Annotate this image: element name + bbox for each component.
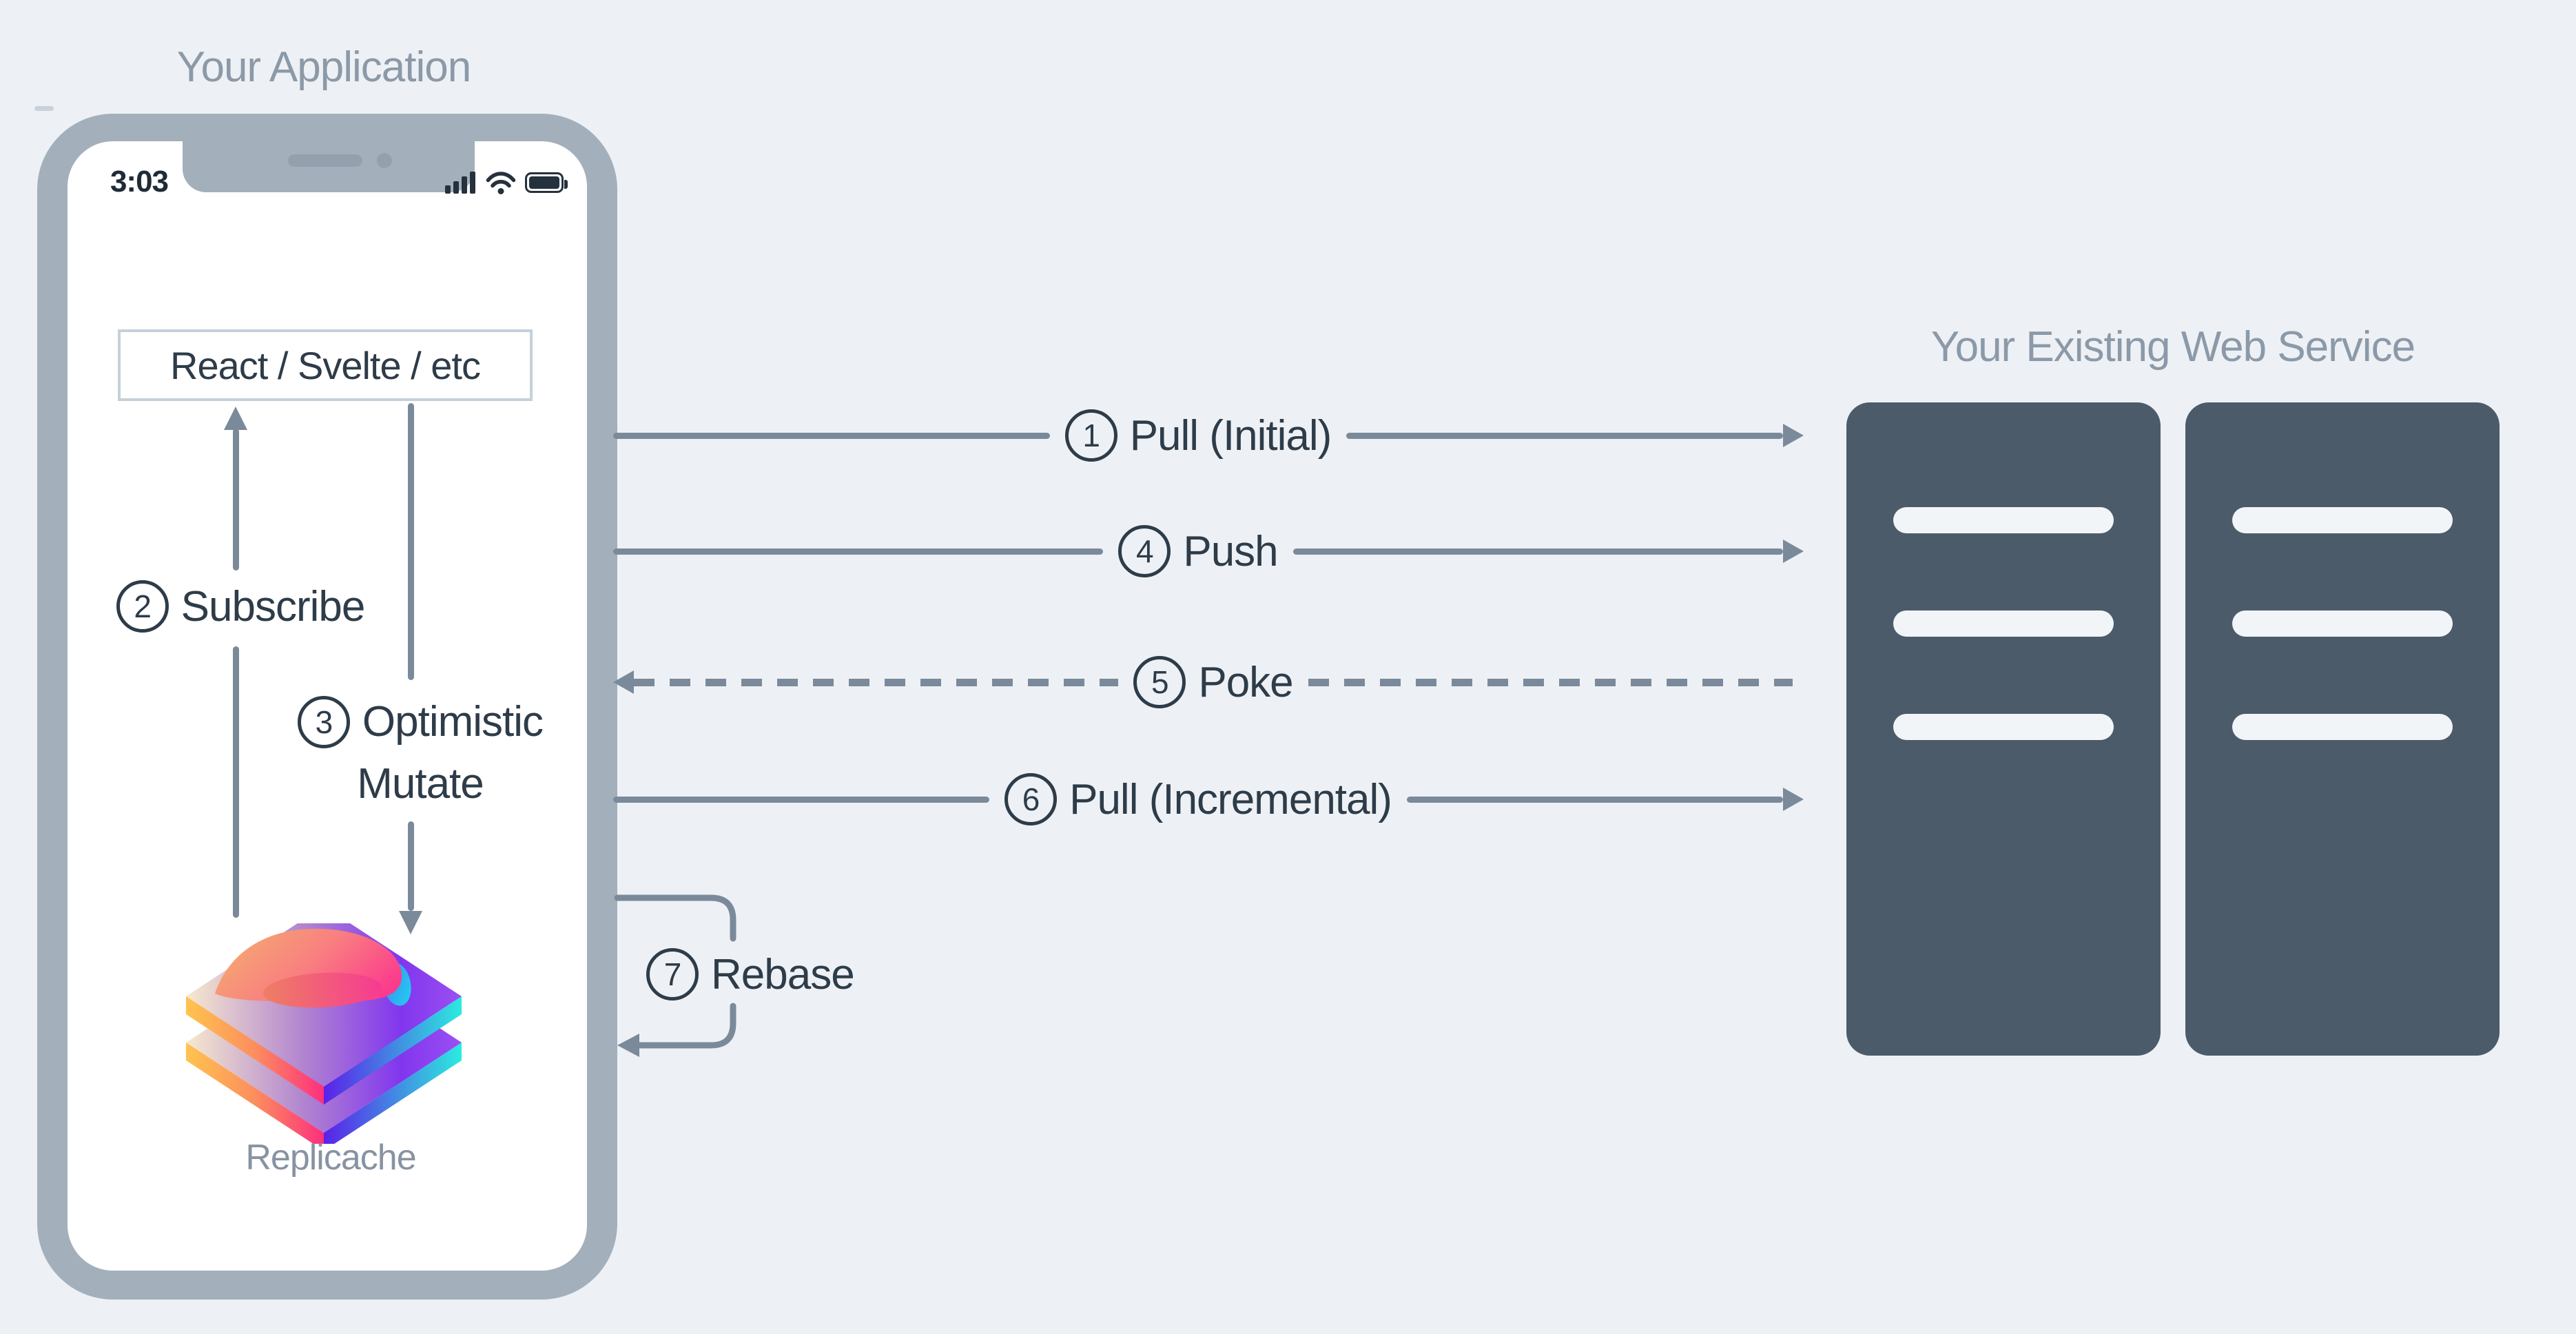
subscribe-line-upper — [233, 429, 239, 571]
battery-icon — [525, 172, 568, 193]
server-tower — [1846, 402, 2161, 1056]
signal-icon — [445, 172, 475, 194]
app-title: Your Application — [176, 43, 471, 91]
optimistic-mutate-label: 3 Optimistic Mutate — [262, 691, 579, 815]
step-number-badge: 7 — [646, 948, 699, 1000]
phone-notch — [183, 141, 475, 192]
arrowhead-left-icon — [613, 670, 634, 694]
speaker-icon — [288, 154, 362, 167]
connector-label: 4 Push — [1118, 525, 1279, 577]
web-service-title: Your Existing Web Service — [1930, 323, 2415, 371]
subscribe-line-lower — [233, 646, 239, 918]
connector-line-dashed — [1308, 678, 1793, 686]
step-number-badge: 6 — [1004, 773, 1058, 825]
connector-label: 6 Pull (Incremental) — [1004, 773, 1392, 825]
subscribe-arrowhead-up — [224, 407, 247, 430]
camera-icon — [377, 153, 392, 168]
mutate-arrowhead-down — [399, 911, 422, 934]
rebase-label: 7 Rebase — [646, 948, 855, 1000]
server-slot — [2232, 610, 2453, 637]
server-slot — [2232, 714, 2453, 740]
connector-line — [1406, 796, 1784, 803]
connector-pull-initial: 1 Pull (Initial) — [613, 408, 1804, 463]
arrowhead-right-icon — [1783, 540, 1804, 563]
logo-caption: Replicache — [245, 1138, 416, 1178]
mutate-line-upper — [408, 403, 414, 680]
connector-poke: 5 Poke — [613, 655, 1793, 710]
rebase-loop-arrow — [614, 894, 736, 1057]
mutate-line-lower — [408, 821, 414, 911]
server-slot — [2232, 507, 2453, 533]
subscribe-label: 2 Subscribe — [79, 580, 402, 633]
connector-push: 4 Push — [613, 524, 1804, 579]
connector-line — [1346, 432, 1784, 439]
connector-line — [613, 432, 1050, 439]
framework-box: React / Svelte / etc — [118, 329, 533, 401]
phone-mockup: 3:03 React / Svelte / etc — [37, 114, 617, 1300]
step-number-badge: 2 — [116, 580, 169, 633]
step-number-badge: 1 — [1064, 409, 1117, 462]
connector-line — [613, 548, 1104, 555]
connector-line — [1292, 548, 1784, 555]
wifi-icon — [486, 171, 516, 194]
step-number-badge: 3 — [297, 696, 350, 748]
step-number-badge: 4 — [1118, 525, 1171, 577]
server-slot — [1893, 610, 2114, 637]
status-time: 3:03 — [110, 165, 169, 198]
connector-pull-incremental: 6 Pull (Incremental) — [613, 772, 1804, 827]
corner-dash-artifact — [34, 106, 54, 111]
status-icons — [445, 169, 568, 196]
connector-label: 1 Pull (Initial) — [1064, 409, 1332, 462]
replicache-logo — [186, 923, 462, 1144]
server-slot — [1893, 714, 2114, 740]
connector-line-dashed — [634, 678, 1119, 686]
arrowhead-right-icon — [1783, 788, 1804, 811]
server-slot — [1893, 507, 2114, 533]
server-tower — [2185, 402, 2500, 1056]
step-number-badge: 5 — [1133, 656, 1186, 708]
connector-label: 5 Poke — [1133, 656, 1294, 708]
connector-line — [613, 796, 990, 803]
arrowhead-right-icon — [1783, 424, 1804, 447]
